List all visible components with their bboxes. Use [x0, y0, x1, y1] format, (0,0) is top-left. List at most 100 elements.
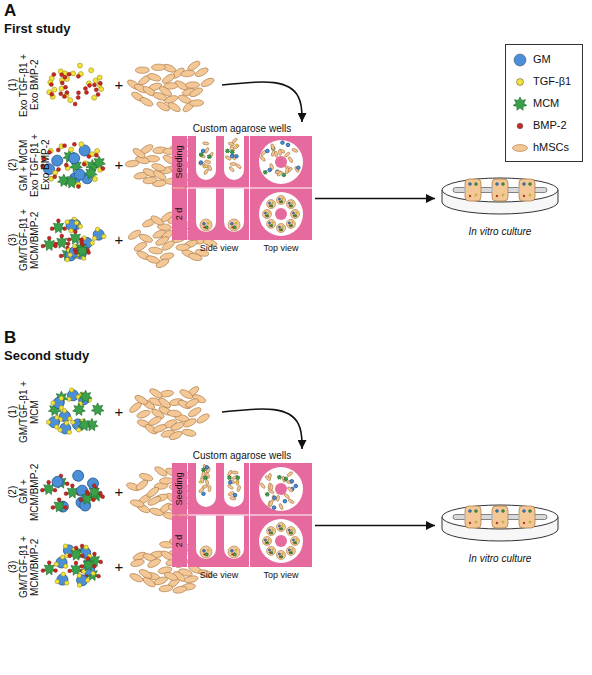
culture-dish: In vitro culture [435, 170, 565, 245]
tgf-beta1-dot [92, 236, 96, 240]
view-label: Side view [200, 244, 239, 254]
well-side-view [224, 463, 244, 507]
condition-number: (1) [7, 52, 18, 118]
bmp2-dot [265, 215, 266, 216]
gm-microparticle [235, 155, 239, 159]
tgf-beta1-dot [236, 144, 238, 146]
hmsc-cell [168, 430, 183, 442]
gm-microparticle [73, 470, 84, 481]
gm-microparticle [288, 529, 290, 531]
hmsc-cell [153, 575, 168, 586]
gm-microparticle [269, 222, 271, 224]
row-label: (2)GM + MCM Exo TGF-β1 + Exo BMP-2 [7, 132, 51, 198]
tgf-beta1-dot [69, 228, 73, 232]
hmsc-cell [270, 143, 275, 150]
tgf-beta1-dot [84, 545, 88, 549]
gm-microparticle [273, 496, 277, 500]
bmp2-dot [88, 83, 92, 87]
bmp2-dot [57, 498, 61, 502]
gm-microparticle [290, 479, 294, 483]
agarose-block [172, 463, 187, 515]
cell-aggregate [286, 546, 295, 555]
hmsc-cell [153, 465, 168, 478]
hmsc-cell [167, 410, 182, 418]
tgf-beta1-dot [77, 573, 81, 577]
mcm-star [236, 475, 240, 479]
mcm-star [528, 182, 531, 185]
condition-number: (2) [7, 132, 18, 198]
mcm-star [233, 552, 237, 556]
bmp2-dot [74, 546, 78, 550]
bmp2-dot [203, 554, 204, 555]
gm-microparticle [268, 168, 272, 172]
row-label: (3)GM/TGF-β1 + MCM/BMP-2 [7, 534, 40, 600]
row-label: (2)GM + MCM/BMP-2 [7, 459, 40, 525]
bmp2-dot [289, 205, 290, 206]
cell-aggregate [267, 219, 276, 228]
agarose-block [172, 516, 187, 568]
legend-text: hMSCs [533, 141, 569, 153]
hmsc-cell [276, 495, 280, 502]
bmp2-dot [50, 227, 54, 231]
tgf-beta1-dot [282, 198, 283, 199]
hmsc-cell [133, 240, 148, 252]
stage-label: 2 d [175, 208, 185, 221]
hmsc-cell [260, 482, 266, 489]
hmsc-cell [190, 99, 204, 106]
hmsc-cell [200, 77, 215, 89]
gm-microparticle [288, 202, 290, 204]
hmsc-cell [294, 166, 300, 173]
bmp2-dot [54, 242, 58, 246]
bmp2-dot [93, 564, 97, 568]
mcm-star [270, 551, 273, 554]
mcm-star [474, 509, 477, 512]
bmp2-dot [62, 95, 66, 99]
mcm-star [501, 509, 504, 512]
agarose-block [188, 189, 249, 241]
hmsc-cell [265, 475, 272, 481]
tgf-beta1-dot [475, 521, 477, 523]
gm-microparticle [205, 466, 209, 470]
legend-swatch [512, 74, 528, 90]
bmp2-dot [47, 480, 51, 484]
arrow-connector [315, 525, 435, 527]
tgf-beta1-dot [207, 549, 209, 551]
condition-number: (3) [7, 207, 18, 273]
agarose-block [188, 136, 249, 188]
row-label: (3)GM/TGF-β1 + MCM/BMP-2 [7, 207, 40, 273]
tgf-beta1-dot [95, 227, 99, 231]
tissue-construct [519, 506, 535, 528]
gm-microparticle [264, 539, 266, 541]
legend-swatch [512, 118, 528, 134]
hmsc-cell [182, 428, 197, 437]
swatch-cell [513, 145, 528, 152]
gm-microparticle [231, 222, 234, 225]
well-side-view [196, 463, 216, 507]
panel-letter: A [4, 2, 16, 21]
hmsc-cell [288, 156, 294, 163]
bmp2-dot [66, 242, 70, 246]
hmsc-cell [176, 244, 190, 251]
study-title: Second study [4, 349, 89, 363]
bmp2-dot [73, 102, 77, 106]
hmsc-cell [204, 160, 211, 164]
well-top-view [259, 467, 303, 511]
tgf-beta1-dot [69, 388, 73, 392]
bmp2-dot [80, 564, 84, 568]
legend-item: GM [512, 51, 580, 69]
mcm-star [79, 390, 92, 402]
bmp2-dot [72, 142, 76, 146]
tissue-construct [519, 179, 535, 201]
bmp2-dot [60, 234, 64, 238]
hmsc-cell [284, 493, 290, 499]
tgf-beta1-dot [68, 98, 73, 103]
mcm-star [290, 204, 293, 207]
condition-label: GM/TGF-β1 + MCM/BMP-2 [18, 207, 40, 273]
mcm-star [290, 551, 293, 554]
gm-microparticle [231, 549, 234, 552]
swatch-shape [517, 123, 523, 129]
gm-microparticle [203, 222, 206, 225]
condition-group: (1)GM/TGF-β1 + MCM [4, 372, 222, 452]
tgf-beta1-dot [272, 202, 273, 203]
